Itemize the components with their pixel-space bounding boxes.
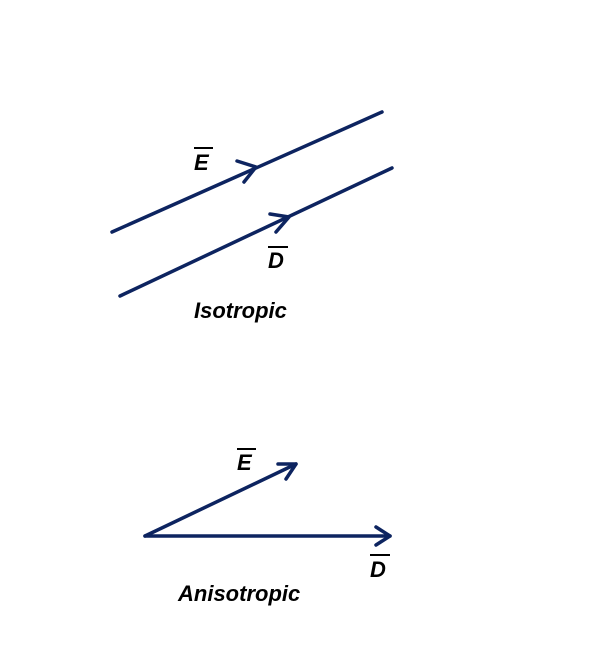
isotropic-d-vector [118,166,394,298]
anisotropic-e-label: E [237,450,253,475]
isotropic-e-vector [110,110,384,234]
isotropic-d-label: D [268,248,284,273]
anisotropic-caption: Anisotropic [177,581,300,606]
isotropic-e-arrowhead [235,159,258,184]
anisotropic-e-arrowhead [276,462,298,481]
anisotropic-panel: E D Anisotropic [143,448,392,606]
anisotropic-e-vector [143,462,298,538]
isotropic-caption: Isotropic [194,298,287,323]
isotropic-e-label: E [194,150,210,175]
anisotropic-d-arrowhead [374,525,392,547]
isotropic-panel: E D Isotropic [110,110,394,323]
isotropic-d-arrowhead [268,212,291,234]
anisotropic-d-label: D [370,557,386,582]
